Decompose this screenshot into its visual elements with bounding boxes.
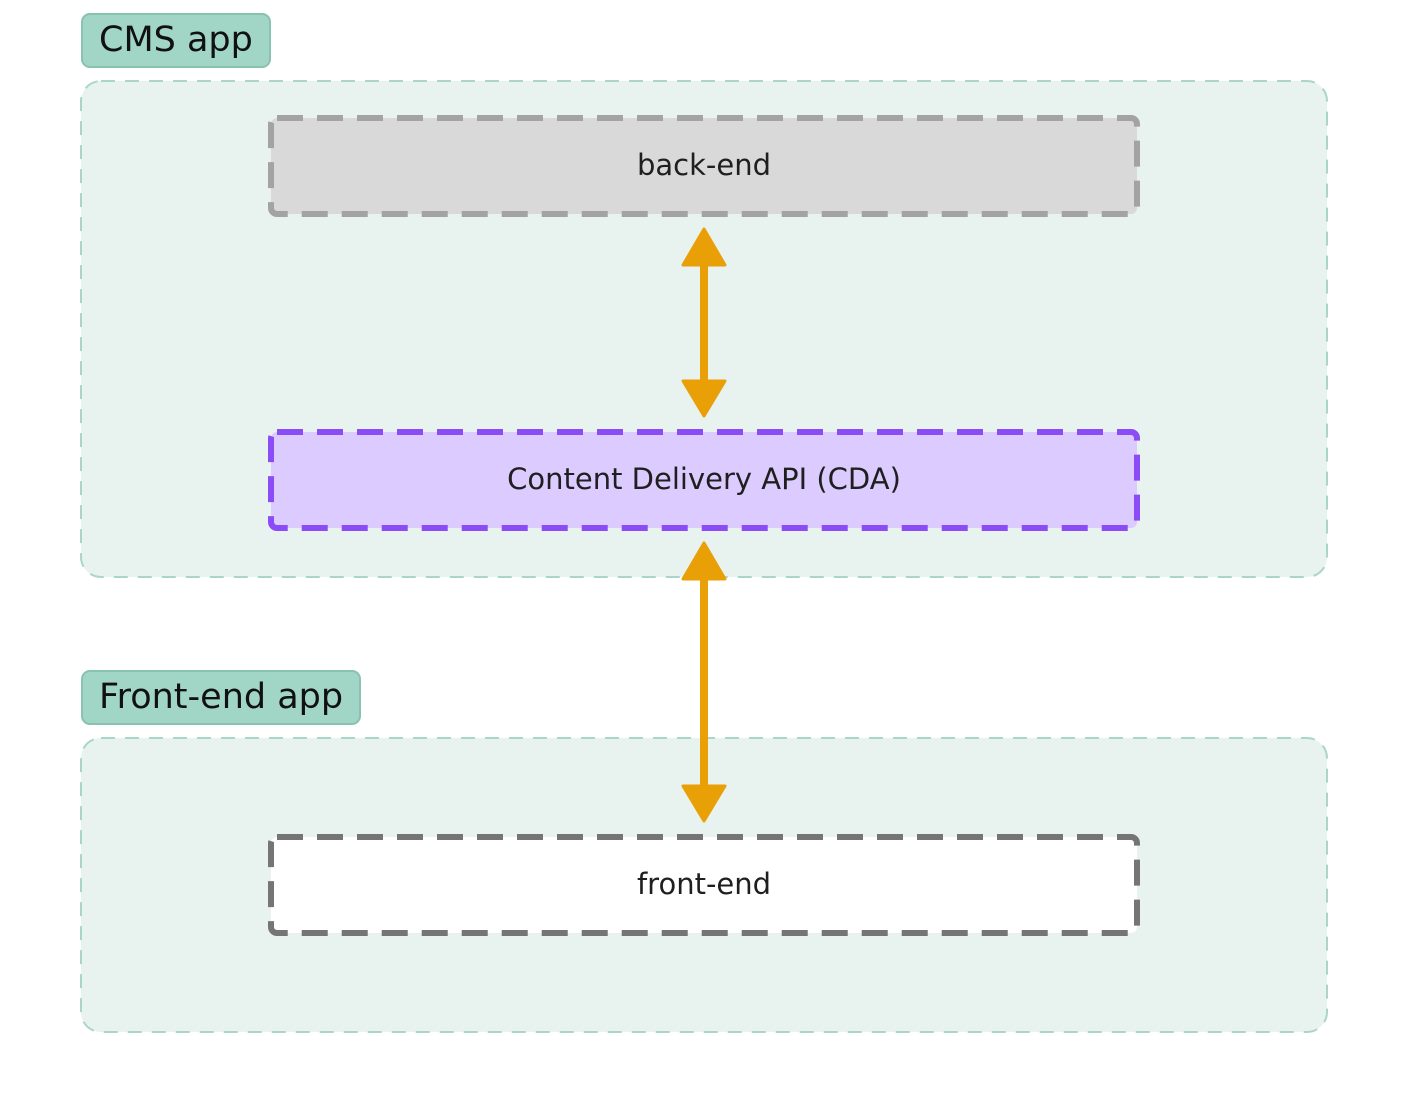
backend-node: back-end — [268, 115, 1140, 217]
frontend-node: front-end — [268, 834, 1140, 936]
cda-node: Content Delivery API (CDA) — [268, 429, 1140, 531]
frontend-node-label: front-end — [637, 867, 771, 901]
backend-node-label: back-end — [637, 148, 771, 182]
backend-cda-bidirectional-arrow — [681, 227, 727, 418]
cms-app-label: CMS app — [81, 13, 271, 68]
cda-node-label: Content Delivery API (CDA) — [507, 462, 901, 496]
frontend-app-label: Front-end app — [81, 670, 362, 725]
cda-frontend-bidirectional-arrow — [681, 541, 727, 823]
